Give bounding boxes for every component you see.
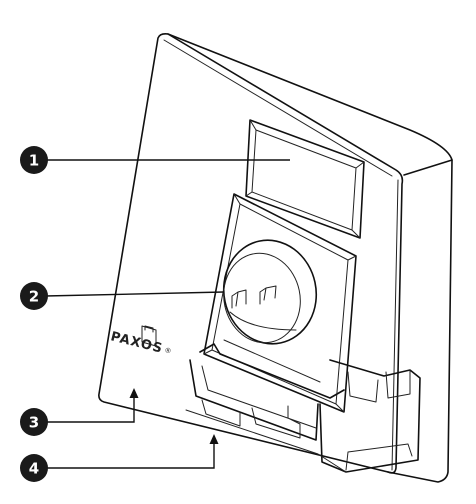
reader-panel <box>203 193 357 413</box>
callout-4-arrowhead <box>209 434 219 444</box>
callout-1: 1 <box>20 146 290 174</box>
reader-plinth <box>223 311 321 383</box>
callout-2: 2 <box>20 282 225 310</box>
brand-logo: PAXOS ® <box>109 325 173 357</box>
reader-ring-outer <box>222 239 318 345</box>
device-body <box>98 33 453 483</box>
cradle-back <box>199 343 345 399</box>
callout-4-leader <box>45 442 215 469</box>
callout-1-badge <box>20 146 48 174</box>
reader-slot-right <box>259 285 277 305</box>
reader-ring-inner <box>223 252 301 344</box>
reader-panel-depth <box>203 193 357 413</box>
cradle-front <box>189 359 319 441</box>
callout-3-arrowhead <box>129 388 139 398</box>
display-window <box>245 119 365 239</box>
callout-2-badge <box>20 282 48 310</box>
front-face-outline <box>98 33 404 474</box>
display-outer <box>245 119 365 239</box>
front-face-bevel <box>163 39 393 177</box>
cradle-front-detail <box>201 365 317 439</box>
callout-2-number: 2 <box>29 288 39 306</box>
brand-registered-mark: ® <box>164 346 173 355</box>
callout-3-badge <box>20 408 48 436</box>
display-depth <box>245 119 365 239</box>
callout-2-leader <box>44 291 225 297</box>
key-icon <box>141 325 157 347</box>
callout-3-leader <box>45 396 135 423</box>
front-face-bevel-right <box>391 179 399 471</box>
key-cradle <box>185 343 421 473</box>
cradle-right-detail <box>345 369 413 471</box>
callout-1-number: 1 <box>29 152 39 170</box>
cradle-right-block <box>319 359 421 473</box>
callout-4: 4 <box>20 434 219 482</box>
callout-4-number: 4 <box>29 460 39 478</box>
callout-3-number: 3 <box>29 414 39 432</box>
side-face <box>387 159 453 483</box>
callout-4-badge <box>20 454 48 482</box>
cradle-base-line <box>185 409 347 473</box>
reader-slot-left <box>231 289 247 309</box>
top-face <box>167 33 453 176</box>
callout-3: 3 <box>20 388 139 436</box>
